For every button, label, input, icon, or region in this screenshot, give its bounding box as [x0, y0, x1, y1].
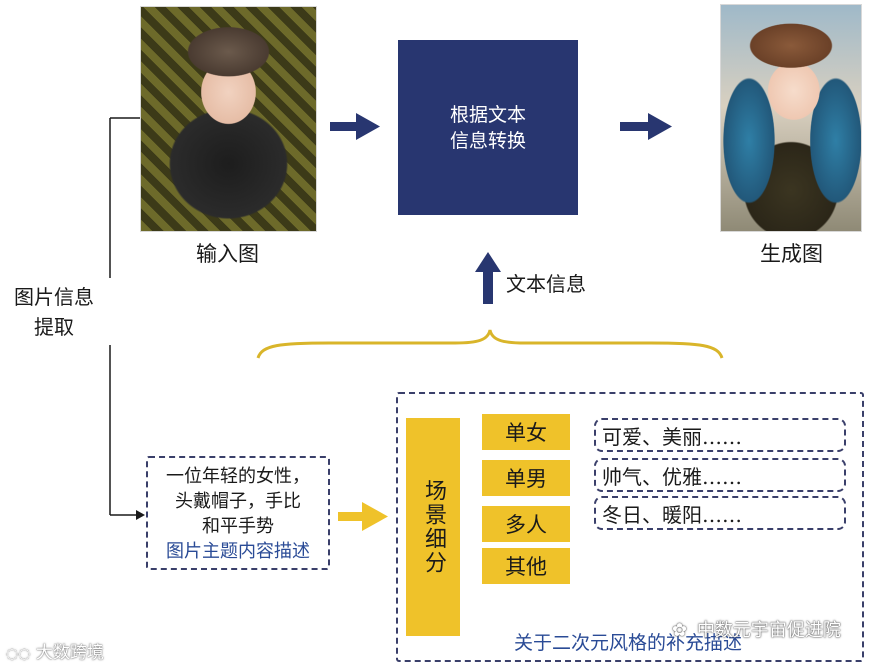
extract-label: 图片信息 提取 — [4, 282, 104, 342]
watermark-bottom-left: ◌◌ 大数跨境 — [6, 638, 104, 663]
category-label: 单女 — [505, 417, 547, 447]
desc-group: 冬日、暖阳…… — [594, 496, 846, 530]
desc-text: 可爱、美丽…… — [602, 421, 742, 450]
wechat-icon: ✿ — [672, 620, 687, 641]
summary-line2: 头戴帽子，手比 — [148, 489, 328, 514]
category-group: 多人 — [482, 506, 570, 542]
logo-icon: ◌◌ — [6, 646, 30, 662]
desc-text: 帅气、优雅…… — [602, 461, 742, 490]
summary-box: 一位年轻的女性， 头戴帽子，手比 和平手势 图片主题内容描述 — [146, 456, 330, 570]
extract-label-line1: 图片信息 — [4, 282, 104, 312]
summary-caption: 图片主题内容描述 — [148, 539, 328, 564]
arrow-right-icon — [338, 502, 388, 531]
desc-single-female: 可爱、美丽…… — [594, 418, 846, 452]
text-info-label: 文本信息 — [506, 268, 586, 297]
watermark-text: 大数跨境 — [36, 643, 104, 663]
scene-title: 场景细分 — [418, 479, 448, 575]
scene-subdivision-bar: 场景细分 — [406, 418, 460, 636]
category-single-male: 单男 — [482, 460, 570, 496]
watermark-bottom-right: ✿ 中数元宇宙促进院 — [672, 616, 841, 642]
arrow-up-icon — [475, 252, 501, 304]
arrow-right-icon — [620, 113, 672, 140]
category-other: 其他 — [482, 548, 570, 584]
desc-single-male: 帅气、优雅…… — [594, 458, 846, 492]
category-label: 多人 — [505, 509, 547, 539]
arrow-right-icon — [330, 113, 380, 140]
curly-brace-icon — [258, 330, 722, 358]
category-label: 单男 — [505, 463, 547, 493]
category-single-female: 单女 — [482, 414, 570, 450]
summary-line1: 一位年轻的女性， — [148, 464, 328, 489]
extract-connector — [110, 118, 145, 520]
category-label: 其他 — [505, 551, 547, 581]
desc-text: 冬日、暖阳…… — [602, 499, 742, 528]
extract-label-line2: 提取 — [4, 312, 104, 342]
summary-line3: 和平手势 — [148, 514, 328, 539]
watermark-text: 中数元宇宙促进院 — [697, 620, 841, 641]
